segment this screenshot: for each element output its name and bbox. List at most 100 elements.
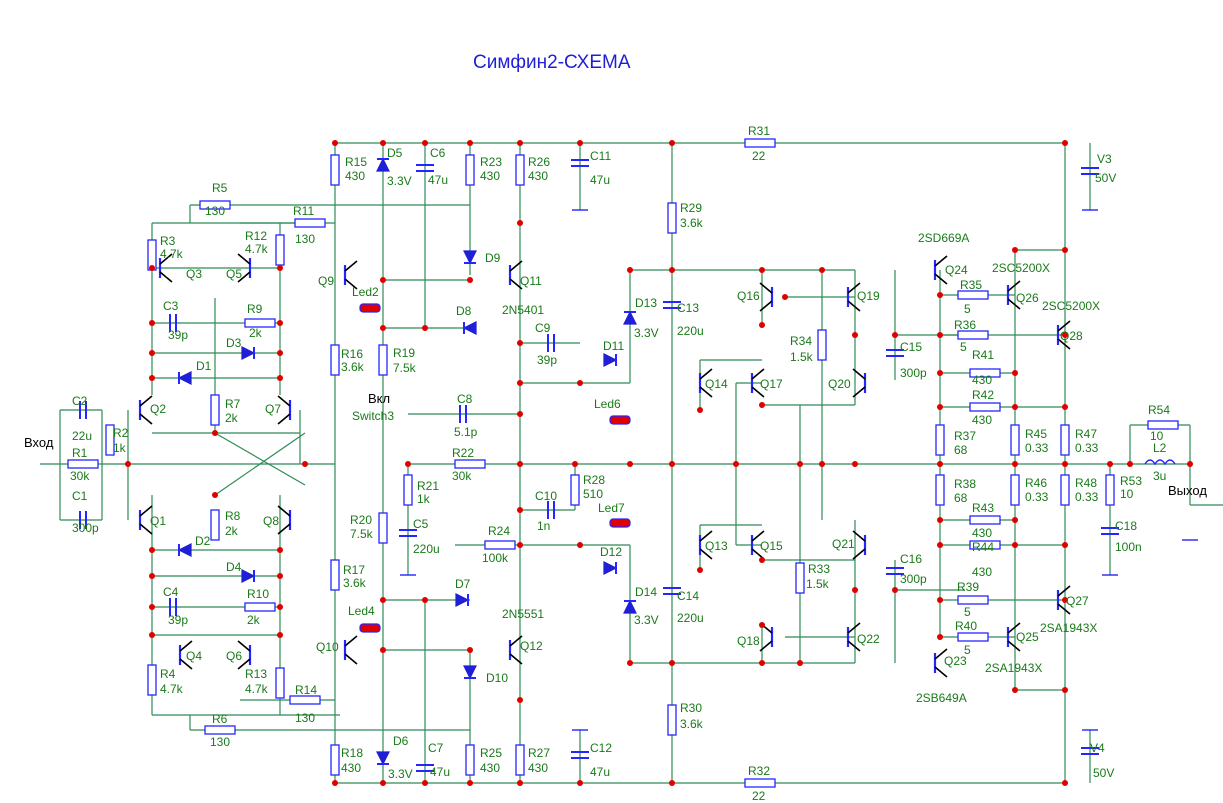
junction-node-11 (149, 547, 155, 553)
junction-node-58 (819, 461, 825, 467)
value-r1: 30k (70, 469, 90, 483)
transistor-leads (509, 635, 523, 665)
value-r11: 130 (295, 232, 315, 246)
junction-node-82 (937, 332, 943, 338)
value-r30: 3.6k (680, 717, 704, 731)
junction-node-38 (380, 325, 386, 331)
diode-body (462, 321, 477, 335)
ref-r40: R40 (955, 619, 977, 633)
junction-node-26 (669, 140, 675, 146)
ref-r44: R44 (972, 540, 994, 554)
value-q26: 2SC5200X (992, 261, 1050, 275)
value-r28: 510 (583, 487, 603, 501)
ref-q12: Q12 (520, 639, 543, 653)
junction-node-96 (1012, 687, 1018, 693)
ref-r12: R12 (245, 229, 267, 243)
ref-r18: R18 (341, 746, 363, 760)
junction-node-105 (697, 407, 703, 413)
transistor-leads (1007, 280, 1021, 310)
junction-node-4 (277, 320, 283, 326)
plain-d10: D10 (486, 671, 508, 685)
ref-q25: Q25 (1016, 630, 1039, 644)
resistor-body (969, 540, 1001, 550)
value-c7: 47u (430, 765, 450, 779)
ref-r37: R37 (954, 429, 976, 443)
junction-node-71 (819, 267, 825, 273)
wire-21 (762, 270, 856, 663)
resistor-body (204, 725, 236, 735)
output-label: Выход (1168, 483, 1207, 498)
ref-r42: R42 (972, 388, 994, 402)
ref-q11: Q11 (520, 274, 542, 288)
value-r26: 430 (528, 169, 548, 183)
transistor-leads (179, 640, 193, 670)
value-r13: 4.7k (245, 682, 269, 696)
resistor-body (244, 602, 276, 612)
plain-q1: Q1 (150, 514, 166, 528)
ref-c16: C16 (900, 552, 922, 566)
value-q11: 2N5401 (502, 303, 544, 317)
plain-q9: Q9 (318, 274, 334, 288)
wire-5 (152, 298, 306, 496)
transistor-leads (237, 253, 251, 283)
junction-node-101 (759, 322, 765, 328)
plain-q16: Q16 (737, 289, 760, 303)
transistor-leads (237, 640, 251, 670)
ref-r3: R3 (160, 234, 176, 248)
resistor-body (330, 344, 340, 376)
junction-node-42 (380, 647, 386, 653)
value-r5: 130 (205, 204, 225, 218)
resistor-body (465, 744, 475, 776)
ref-c9: C9 (535, 321, 551, 335)
resistor-body (105, 424, 115, 456)
value-d5: 3.3V (387, 174, 412, 188)
v4-ref: V4 (1090, 741, 1105, 755)
ref-r5: R5 (212, 181, 228, 195)
junction-node-22 (422, 140, 428, 146)
junction-node-52 (405, 461, 411, 467)
junction-node-84 (937, 404, 943, 410)
wire-8 (240, 222, 335, 701)
value-c14: 220u (677, 611, 704, 625)
value-r20: 7.5k (350, 527, 374, 541)
junction-node-66 (577, 380, 583, 386)
ref-r15: R15 (345, 155, 367, 169)
ref-r8: R8 (225, 509, 241, 523)
junction-node-41 (422, 597, 428, 603)
value-r29: 3.6k (680, 216, 704, 230)
diode-body (603, 353, 618, 367)
ref-r38: R38 (954, 477, 976, 491)
diode-body (177, 543, 192, 557)
ref-r26: R26 (528, 155, 550, 169)
value-r21: 1k (417, 492, 431, 506)
junction-node-32 (517, 780, 523, 786)
junction-node-18 (277, 632, 283, 638)
transistor-leads (1007, 622, 1021, 652)
value-c1: 300p (72, 521, 99, 535)
ref-c3: C3 (163, 299, 179, 313)
plain-d8: D8 (456, 304, 472, 318)
junction-node-95 (1012, 247, 1018, 253)
wire-23 (894, 270, 965, 663)
plain-q6: Q6 (226, 649, 242, 663)
ref-r19: R19 (393, 346, 415, 360)
ref-q26: Q26 (1016, 291, 1039, 305)
junction-node-73 (669, 660, 675, 666)
ref-r27: R27 (528, 746, 550, 760)
ref-r39: R39 (957, 580, 979, 594)
junction-node-6 (277, 350, 283, 356)
ref-c13: C13 (677, 301, 699, 315)
junction-node-92 (1012, 542, 1018, 548)
schematic-title: Симфин2-СХЕМА (473, 52, 631, 73)
ref-r53: R53 (1120, 474, 1142, 488)
v4-value: 50V (1093, 766, 1114, 780)
diode-body (463, 665, 477, 680)
junction-node-21 (380, 140, 386, 146)
resistor-body (1060, 474, 1070, 506)
value-r6: 130 (210, 735, 230, 749)
value-r35: 5 (964, 302, 971, 316)
ref-c8: C8 (457, 392, 473, 406)
plain-led4: Led4 (348, 604, 375, 618)
value-r9: 2k (249, 326, 263, 340)
